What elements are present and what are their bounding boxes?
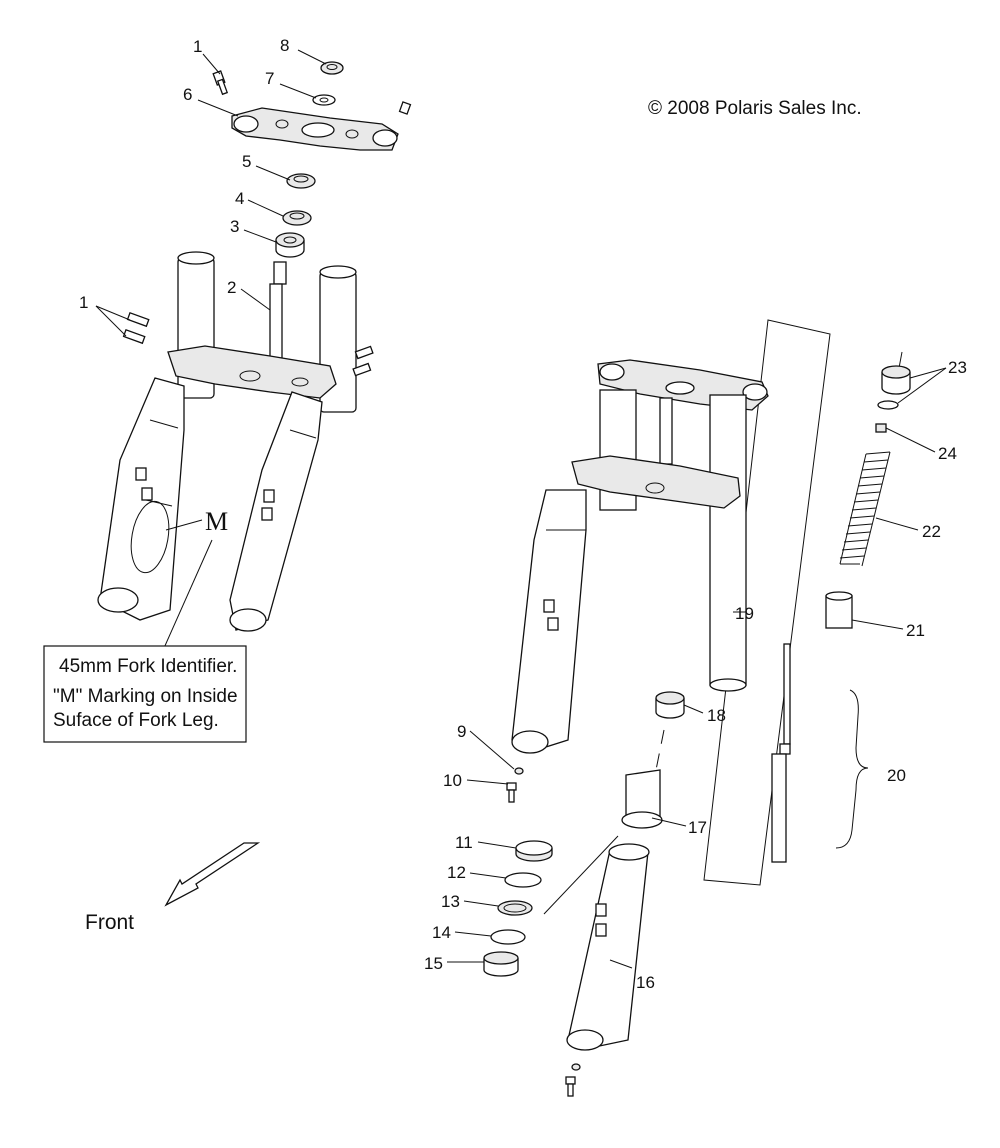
callout-2: 2: [227, 278, 236, 297]
bolt-part-1-left-a: [126, 311, 150, 328]
bolt-part-1-left-b: [122, 328, 146, 345]
nut-part-24: [875, 423, 887, 433]
callout-4: 4: [235, 189, 244, 208]
washer-part-13: [497, 900, 533, 916]
bearing-part-4: [282, 210, 312, 226]
callout-14: 14: [432, 923, 451, 942]
identifier-note-line-2: "M" Marking on Inside: [53, 686, 238, 707]
m-marking-oval: [130, 500, 170, 574]
identifier-note-line-3: Suface of Fork Leg.: [53, 710, 219, 731]
callout-6: 6: [183, 85, 192, 104]
adjuster-nut-part-5: [286, 173, 316, 189]
leader-lines: [95, 49, 947, 969]
spring-part-22: [839, 451, 891, 567]
callout-7: 7: [265, 69, 274, 88]
washer-part-9: [514, 767, 524, 775]
callout-16: 16: [636, 973, 655, 992]
bolt-right-pair-a: [354, 345, 374, 360]
callout-22: 22: [922, 522, 941, 541]
callout-20: 20: [887, 766, 906, 785]
lower-triple-clamp-right: [571, 455, 741, 509]
bearing-race-part-3: [275, 232, 305, 258]
steering-stem-right: [659, 397, 673, 465]
front-arrow-icon: [164, 842, 261, 907]
callout-13: 13: [441, 892, 460, 911]
callout-24: 24: [938, 444, 957, 463]
washer-part-7: [312, 94, 336, 106]
bushing-part-15: [483, 951, 519, 977]
damper-rod-part-20: [771, 643, 791, 863]
lower-triple-clamp-left: [167, 345, 337, 399]
steering-stem-part-2: [269, 261, 287, 363]
spacer-part-21: [825, 591, 853, 629]
bolt-right-pair-b: [352, 362, 372, 377]
callout-21: 21: [906, 621, 925, 640]
ring-part-12: [504, 872, 542, 888]
exploded-inner-box: [703, 319, 831, 886]
callout-11: 11: [455, 833, 473, 852]
nut-part-8: [320, 61, 344, 75]
identifier-leader-line: [163, 539, 213, 649]
upper-triple-clamp-part-6: [231, 107, 399, 151]
bracket-part-20: [835, 689, 869, 849]
bolt-bottom-part-16: [565, 1063, 581, 1097]
callout-9: 9: [457, 722, 466, 741]
callout-1-side: 1: [79, 293, 88, 312]
callout-1-top: 1: [193, 37, 202, 56]
bolt-part-1-top: [212, 70, 229, 96]
callout-19: 19: [735, 604, 754, 623]
callout-12: 12: [447, 863, 466, 882]
bushing-part-18: [655, 691, 685, 719]
bolt-part-right-small: [398, 101, 412, 115]
bolt-part-10: [506, 782, 517, 803]
assembly-line-13-17: [543, 835, 619, 915]
left-fork-leg-left: [97, 377, 185, 621]
fork-tube-part-19: [709, 394, 747, 692]
identifier-note-line-1: 45mm Fork Identifier.: [59, 656, 237, 677]
left-fork-leg-right: [229, 391, 323, 632]
seal-part-17: [621, 769, 663, 829]
callout-5: 5: [242, 152, 251, 171]
callout-15: 15: [424, 954, 443, 973]
seal-part-11: [515, 840, 553, 862]
m-leader-line: [165, 519, 203, 531]
callout-17: 17: [688, 818, 707, 837]
callout-18: 18: [707, 706, 726, 725]
cap-part-23: [877, 351, 911, 410]
m-marking-letter: M: [205, 507, 228, 536]
callout-3: 3: [230, 217, 239, 236]
ring-part-14: [490, 929, 526, 945]
callout-8: 8: [280, 36, 289, 55]
fork-leg-assembled-right: [511, 489, 587, 754]
lower-fork-leg-part-16: [566, 843, 650, 1051]
identifier-note-box: [43, 645, 247, 743]
callout-10: 10: [443, 771, 462, 790]
copyright-text: © 2008 Polaris Sales Inc.: [648, 98, 862, 119]
front-label: Front: [85, 911, 134, 934]
callout-23: 23: [948, 358, 967, 377]
